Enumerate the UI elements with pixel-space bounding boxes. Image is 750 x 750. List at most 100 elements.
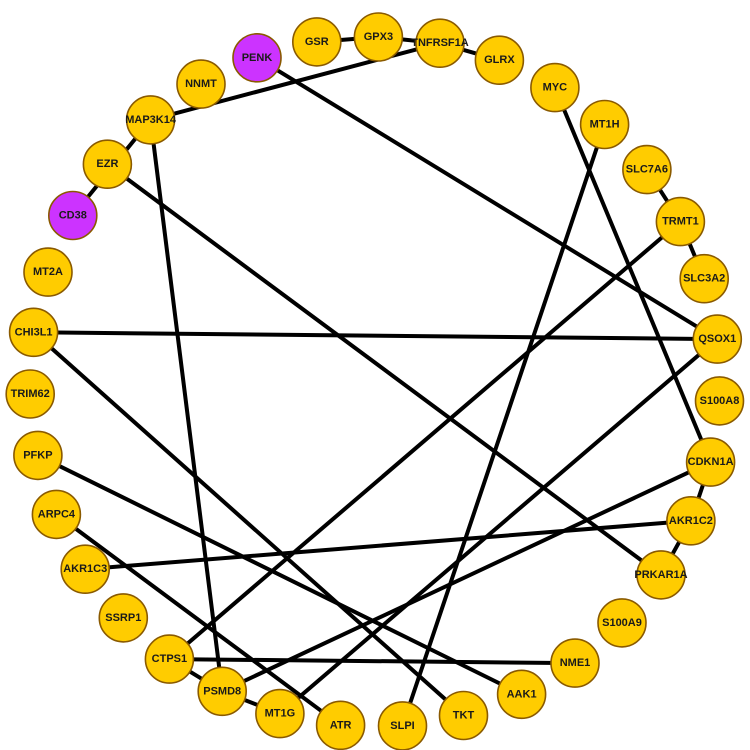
node-circle[interactable] (679, 253, 730, 304)
node-s100a8[interactable]: S100A8 (694, 376, 745, 426)
node-label: ARPC4 (38, 508, 76, 520)
node-label: ATR (330, 719, 352, 731)
node-circle[interactable] (82, 139, 133, 189)
node-label: SLPI (390, 720, 414, 732)
node-slc7a6[interactable]: SLC7A6 (622, 144, 672, 195)
node-cd38[interactable]: CD38 (48, 190, 98, 241)
node-circle[interactable] (60, 544, 110, 595)
node-s100a9[interactable]: S100A9 (597, 598, 647, 648)
node-atr[interactable]: ATR (315, 700, 366, 750)
node-circle[interactable] (98, 593, 149, 643)
edge-map3k14-psmd8 (148, 117, 225, 694)
node-circle[interactable] (176, 59, 226, 109)
node-qsox1[interactable]: QSOX1 (692, 314, 743, 364)
node-circle[interactable] (125, 95, 176, 145)
node-circle[interactable] (353, 12, 404, 62)
node-ssrp1[interactable]: SSRP1 (98, 593, 149, 643)
node-circle[interactable] (474, 35, 525, 86)
node-psmd8[interactable]: PSMD8 (197, 666, 247, 717)
node-circle[interactable] (415, 18, 465, 69)
node-circle[interactable] (666, 495, 716, 546)
node-label: GLRX (484, 54, 515, 66)
edge-chi3l1-tkt (31, 330, 466, 718)
node-circle[interactable] (694, 376, 745, 426)
node-label: CTPS1 (152, 653, 187, 665)
node-mt1g[interactable]: MT1G (255, 688, 305, 739)
node-circle[interactable] (144, 634, 195, 684)
node-circle[interactable] (496, 669, 547, 720)
node-label: S100A8 (700, 395, 740, 407)
node-ezr[interactable]: EZR (82, 139, 133, 189)
node-aak1[interactable]: AAK1 (496, 669, 547, 720)
node-penk[interactable]: PENK (232, 32, 282, 83)
node-circle[interactable] (5, 369, 56, 419)
edge-ctps1-nme1 (167, 657, 577, 666)
node-akr1c2[interactable]: AKR1C2 (666, 495, 716, 546)
node-glrx[interactable]: GLRX (474, 35, 525, 86)
node-gpx3[interactable]: GPX3 (353, 12, 404, 62)
node-akr1c3[interactable]: AKR1C3 (60, 544, 110, 595)
node-circle[interactable] (291, 17, 342, 67)
node-trmt1[interactable]: TRMT1 (655, 196, 706, 247)
node-nnmt[interactable]: NNMT (176, 59, 226, 109)
edge-myc-cdkn1a (552, 85, 713, 465)
node-ctps1[interactable]: CTPS1 (144, 634, 195, 684)
node-circle[interactable] (8, 307, 59, 358)
edge-pfkp-aak1 (35, 453, 524, 697)
node-label: CHI3L1 (15, 326, 53, 338)
node-circle[interactable] (23, 247, 73, 297)
node-circle[interactable] (255, 688, 305, 739)
node-label: SLC3A2 (683, 273, 725, 285)
node-circle[interactable] (13, 430, 63, 481)
node-map3k14[interactable]: MAP3K14 (125, 95, 177, 145)
node-circle[interactable] (579, 99, 630, 150)
edge-akr1c3-akr1c2 (83, 518, 693, 572)
node-arpc4[interactable]: ARPC4 (31, 489, 82, 540)
node-label: MT2A (33, 266, 63, 278)
node-mt1h[interactable]: MT1H (579, 99, 630, 150)
node-circle[interactable] (550, 638, 600, 688)
node-circle[interactable] (232, 32, 282, 83)
node-trim62[interactable]: TRIM62 (5, 369, 56, 419)
node-circle[interactable] (597, 598, 647, 648)
edge-qsox1-mt1g (277, 337, 720, 716)
node-mt2a[interactable]: MT2A (23, 247, 73, 297)
node-label: TKT (453, 710, 475, 722)
node-circle[interactable] (636, 550, 686, 600)
node-circle[interactable] (655, 196, 706, 247)
node-label: SLC7A6 (626, 164, 668, 176)
node-myc[interactable]: MYC (530, 62, 580, 113)
node-nme1[interactable]: NME1 (550, 638, 600, 688)
node-label: AAK1 (507, 688, 537, 700)
node-label: NME1 (560, 657, 591, 669)
node-circle[interactable] (31, 489, 82, 540)
node-label: CDKN1A (688, 456, 734, 468)
node-tnfrsf1a[interactable]: TNFRSF1A (411, 18, 469, 69)
node-label: PRKAR1A (634, 569, 687, 581)
node-label: SSRP1 (105, 612, 141, 624)
node-chi3l1[interactable]: CHI3L1 (8, 307, 59, 358)
node-label: QSOX1 (698, 333, 736, 345)
node-label: MYC (543, 82, 568, 94)
node-circle[interactable] (48, 190, 98, 241)
edge-trmt1-ctps1 (167, 219, 683, 662)
node-slpi[interactable]: SLPI (377, 701, 428, 750)
node-pfkp[interactable]: PFKP (13, 430, 63, 481)
node-label: PFKP (23, 449, 52, 461)
node-circle[interactable] (685, 437, 736, 487)
node-circle[interactable] (530, 62, 580, 113)
node-gsr[interactable]: GSR (291, 17, 342, 67)
node-prkar1a[interactable]: PRKAR1A (634, 550, 688, 600)
node-circle[interactable] (197, 666, 247, 717)
node-tkt[interactable]: TKT (438, 690, 489, 741)
node-cdkn1a[interactable]: CDKN1A (685, 437, 736, 487)
node-circle[interactable] (692, 314, 743, 364)
node-circle[interactable] (315, 700, 366, 750)
node-circle[interactable] (438, 690, 489, 741)
node-slc3a2[interactable]: SLC3A2 (679, 253, 730, 304)
node-circle[interactable] (622, 144, 672, 195)
edge-mt1h-slpi (400, 122, 607, 728)
edge-chi3l1-qsox1 (31, 330, 720, 342)
